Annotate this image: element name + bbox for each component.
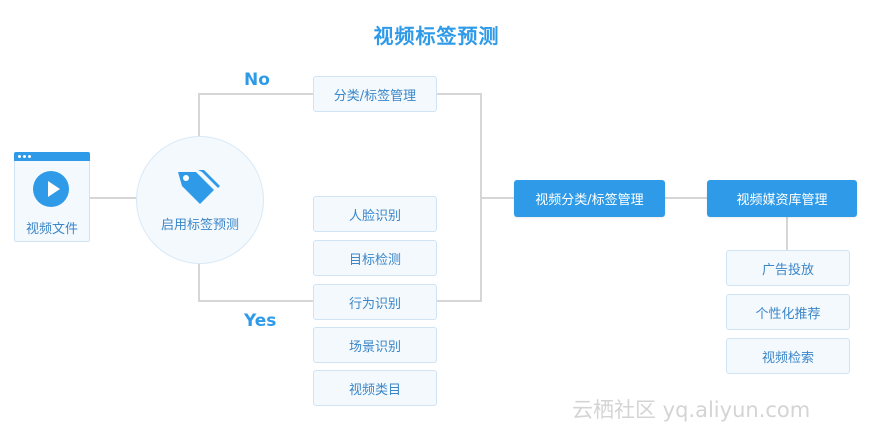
personalized-recommendation-box: 个性化推荐: [726, 294, 850, 330]
scene-recognition-box: 场景识别: [313, 327, 437, 363]
video-media-library-box: 视频媒资库管理: [707, 180, 857, 217]
video-file-label: 视频文件: [25, 222, 78, 237]
face-recognition-box: 人脸识别: [313, 196, 437, 232]
connector-decision-to-no: [198, 93, 313, 136]
tag-prediction-label: 启用标签预测: [160, 218, 239, 233]
window-title-bar: [14, 152, 90, 161]
object-detection-box: 目标检测: [313, 240, 437, 276]
diagram-title: 视频标签预测: [373, 24, 500, 48]
branch-yes-label: Yes: [244, 311, 277, 331]
video-search-box: 视频检索: [726, 338, 850, 374]
video-category-tag-management-box: 视频分类/标签管理: [514, 180, 665, 217]
window-dot: [18, 155, 21, 158]
branch-no-label: No: [244, 70, 270, 90]
play-triangle: [48, 181, 60, 197]
connector-no-to-merge: [437, 93, 482, 302]
tag-icon: [178, 170, 220, 204]
video-category-box: 视频类目: [313, 370, 437, 406]
category-tag-management-box: 分类/标签管理: [313, 76, 437, 112]
ad-delivery-box: 广告投放: [726, 250, 850, 286]
watermark: 云栖社区 yq.aliyun.com: [572, 398, 811, 422]
window-dot: [28, 155, 31, 158]
connector-decision-to-yes: [198, 264, 313, 302]
action-recognition-box: 行为识别: [313, 284, 437, 320]
window-dot: [23, 155, 26, 158]
